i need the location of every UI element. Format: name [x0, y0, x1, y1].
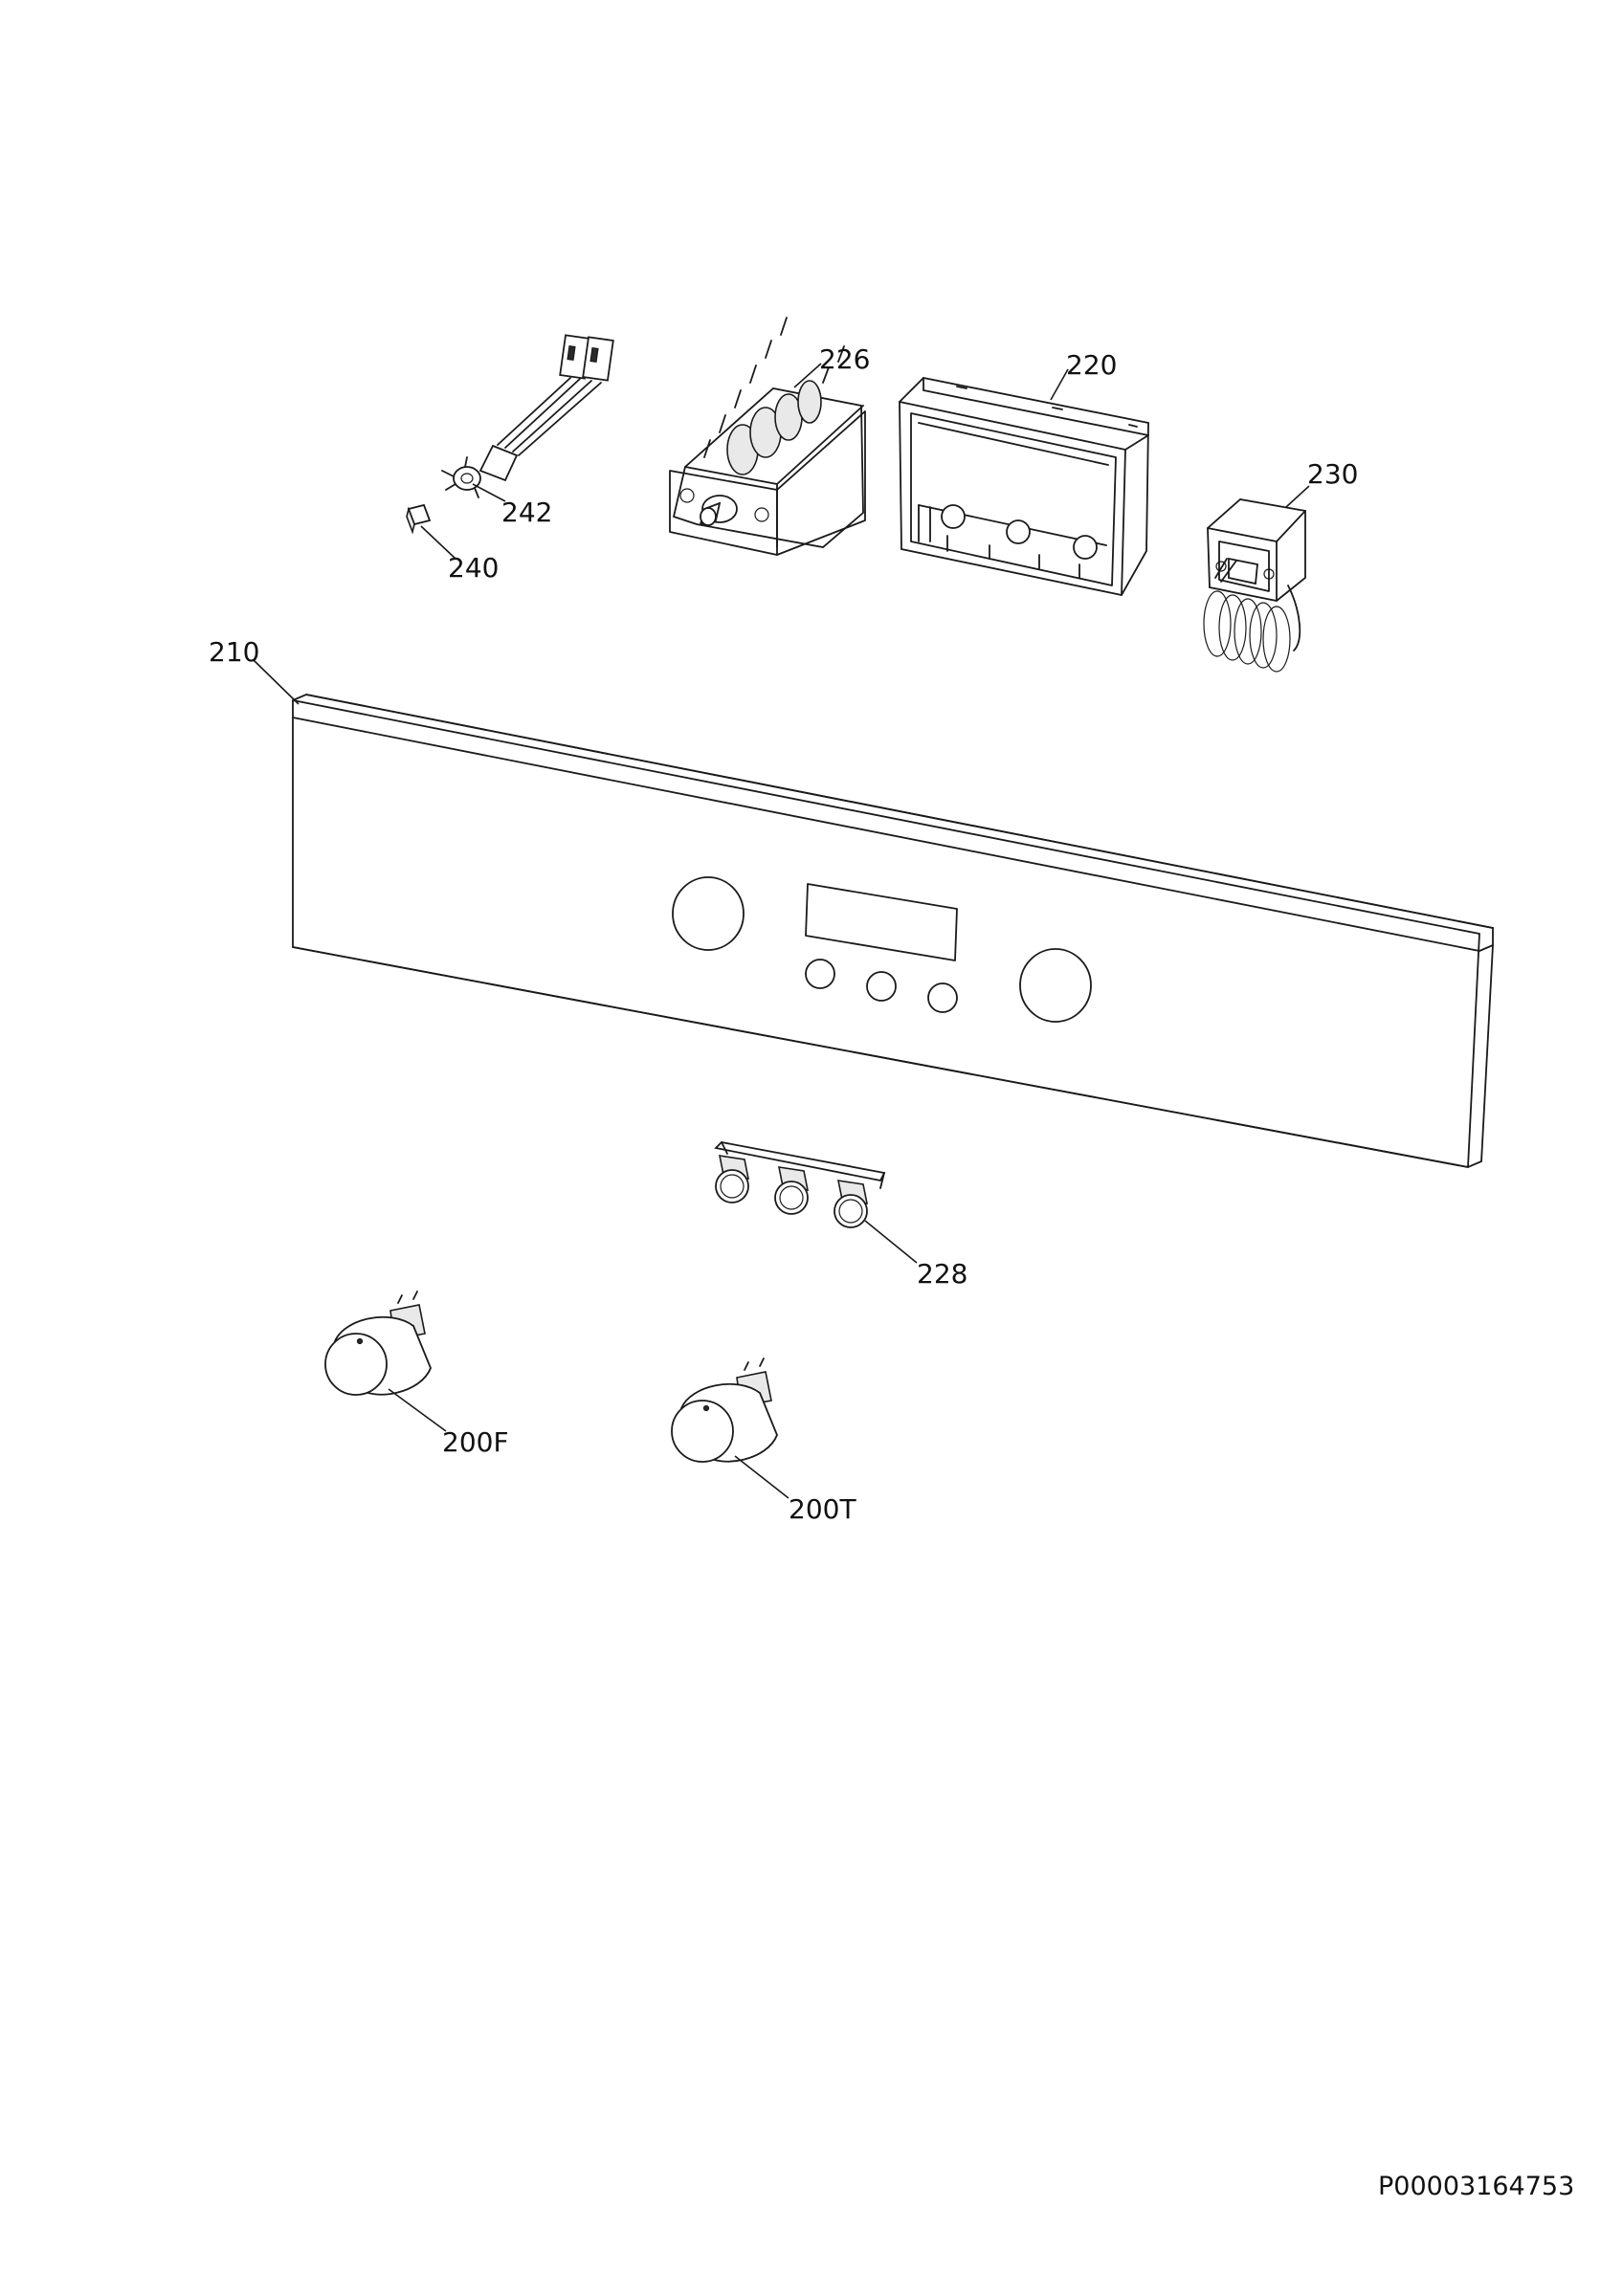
leader-200T [734, 1455, 789, 1499]
label-200F: 200F [442, 1426, 509, 1458]
label-200T: 200T [789, 1493, 856, 1525]
label-230: 230 [1307, 458, 1359, 490]
leader-240 [420, 525, 456, 560]
part-226-selector-switch [669, 317, 866, 556]
part-210-control-panel [292, 694, 1494, 1168]
label-240: 240 [448, 552, 500, 584]
leader-200F [388, 1388, 447, 1432]
push-button-3 [834, 1180, 869, 1228]
part-220-timer-module [899, 377, 1149, 597]
leader-242 [472, 483, 506, 502]
label-220: 220 [1066, 349, 1118, 381]
leader-220 [1050, 368, 1069, 401]
leader-226 [793, 363, 822, 388]
label-226: 226 [819, 343, 871, 375]
push-button-2 [774, 1166, 810, 1215]
label-210: 210 [209, 636, 260, 668]
leader-210 [253, 659, 300, 705]
part-228-push-buttons [714, 1141, 886, 1228]
leader-230 [1285, 485, 1310, 508]
document-id: P00003164753 [1378, 2172, 1575, 2201]
part-200F-function-knob [324, 1291, 432, 1396]
push-button-1 [715, 1155, 750, 1203]
label-242: 242 [501, 497, 553, 528]
label-228: 228 [917, 1258, 968, 1290]
part-230-thermostat [1203, 498, 1306, 673]
leader-228 [864, 1220, 918, 1264]
part-242-wire-harness [441, 334, 614, 498]
part-200T-temperature-knob [671, 1358, 778, 1463]
part-240-clip [406, 503, 432, 535]
